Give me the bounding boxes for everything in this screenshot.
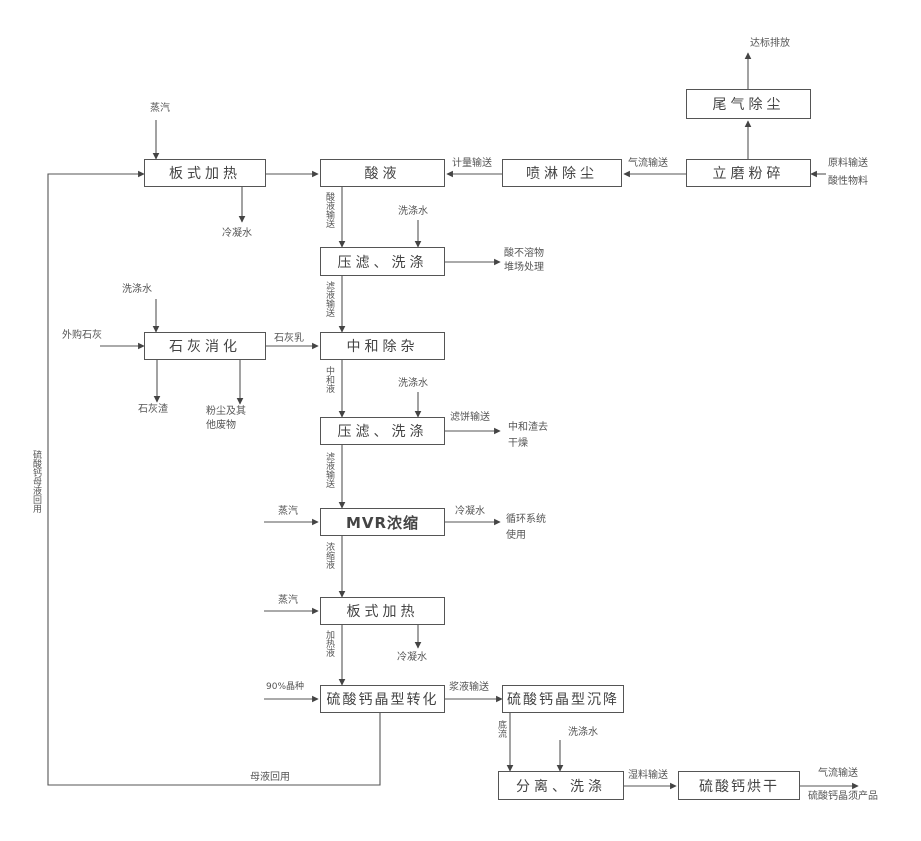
wash-water-3-label: 洗涤水 [398,378,428,390]
wash-water-4-label: 洗涤水 [568,727,598,739]
product-label: 硫酸钙晶须产品 [808,791,878,803]
seed-in-label: 90%晶种 [266,681,304,693]
wet-transport-label: 湿料输送 [628,770,668,782]
lime-waste-b-label: 他废物 [206,420,236,432]
filter-out-2-label: 滤饼输送 [450,412,490,424]
lime-milk-label: 石灰乳 [274,333,304,345]
plate-heating-mid-box: 板式加热 [320,597,445,625]
lime-residue-label: 石灰渣 [138,404,168,416]
slurry-out-label: 浆液输送 [449,682,489,694]
limestone-feed-label: 外购石灰 [62,330,102,342]
acid-t1-label: 酸液输送 [324,192,334,228]
residue-2-b-label: 干燥 [508,438,528,450]
emission-label: 达标排放 [750,38,790,50]
separation-washing-box: 分离、洗涤 [498,771,624,800]
pneumatic-1-label: 气流输送 [628,158,668,170]
recycle-loop-label: 硫酸钙母液回用 [31,450,41,513]
mother-liquor-label: 母液回用 [250,772,290,784]
metering-top-label: 计量输送 [452,158,492,170]
raw-materials-2-label: 酸性物料 [828,176,868,188]
jet-mixing-box: 喷淋除尘 [502,159,622,187]
acid-t6-label: 加热液 [324,630,334,657]
steam-mvr-label: 蒸汽 [278,506,298,518]
acid-t7-label: 底流 [496,720,506,738]
press-filter-1-box: 压滤、洗涤 [320,247,445,276]
acid-tank-box: 酸液 [320,159,445,187]
residue-2-a-label: 中和渣去 [508,422,548,434]
reuse-b-label: 使用 [506,530,526,542]
crystal-conversion-box: 硫酸钙晶型转化 [320,685,445,713]
neutralization-box: 中和除杂 [320,332,445,360]
acid-t3-label: 中和液 [324,366,334,393]
reuse-a-label: 循环系统 [506,514,546,526]
steam-mid-label: 蒸汽 [278,595,298,607]
condensate-mvr-label: 冷凝水 [455,506,485,518]
tail-gas-dust-box: 尾气除尘 [686,89,811,119]
acid-t5-label: 浓缩液 [324,542,334,569]
crystal-settling-box: 硫酸钙晶型沉降 [502,685,624,713]
gas-transport-label: 气流输送 [818,768,858,780]
steam-top-label: 蒸汽 [150,103,170,115]
wash-water-1-label: 洗涤水 [398,206,428,218]
wash-water-2-label: 洗涤水 [122,284,152,296]
drying-box: 硫酸钙烘干 [678,771,800,800]
acid-t2-label: 滤液输送 [324,281,334,317]
cooling-water-mid-label: 冷凝水 [397,652,427,664]
acid-t4-label: 滤液输送 [324,452,334,488]
lime-slaking-box: 石灰消化 [144,332,266,360]
grinding-box: 立磨粉碎 [686,159,811,187]
raw-materials-1-label: 原料输送 [828,158,868,170]
lime-waste-a-label: 粉尘及其 [206,406,246,418]
mvr-box: MVR浓缩 [320,508,445,536]
residue-1-b-label: 堆场处理 [504,262,544,274]
plate-heating-top-box: 板式加热 [144,159,266,187]
press-filter-2-box: 压滤、洗涤 [320,417,445,445]
cooling-water-top-label: 冷凝水 [222,228,252,240]
residue-1-a-label: 酸不溶物 [504,248,544,260]
